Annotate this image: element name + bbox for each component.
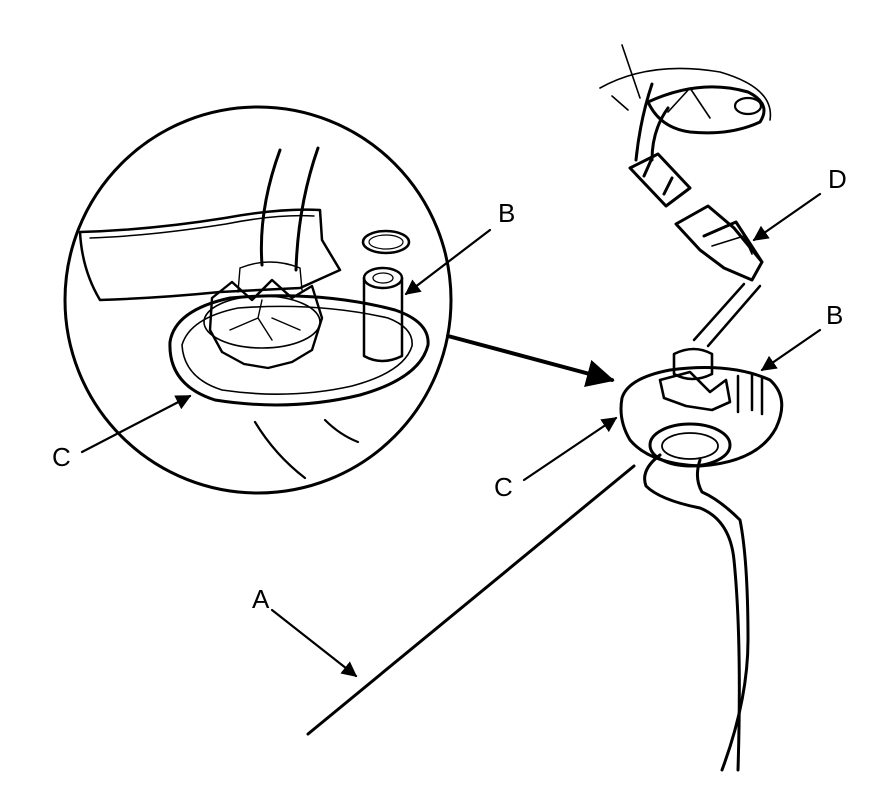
main-assembly — [599, 44, 784, 772]
leader-b-main — [760, 328, 822, 372]
label-c-detail: C — [52, 442, 71, 472]
leader-d — [752, 192, 822, 242]
main-hose-a — [643, 453, 741, 772]
main-connector-d — [674, 204, 764, 282]
detail-view — [63, 105, 453, 495]
callout-labels: A B C C B D — [52, 164, 847, 614]
label-b-detail: B — [498, 198, 515, 228]
leader-b-detail — [404, 228, 492, 296]
main-wire — [692, 282, 762, 348]
detail-connector — [208, 278, 324, 370]
detail-circle — [63, 105, 453, 495]
leader-c-main — [522, 416, 618, 482]
hose-a-line — [306, 464, 636, 736]
main-grommet — [648, 422, 732, 468]
main-seal — [619, 366, 784, 468]
detail-opening — [361, 229, 411, 255]
detail-post — [362, 276, 404, 363]
detail-hose — [259, 146, 320, 272]
label-a: A — [252, 584, 270, 614]
detail-plate — [78, 208, 342, 302]
label-b-main: B — [826, 300, 843, 330]
detail-to-main-arrow — [446, 334, 615, 387]
main-small-connector — [628, 152, 692, 208]
main-top-plate — [599, 44, 772, 121]
label-c-main: C — [494, 472, 513, 502]
leader-c-detail — [80, 394, 192, 454]
label-d: D — [828, 164, 847, 194]
leader-a — [270, 608, 358, 678]
detail-seal — [168, 294, 430, 407]
main-post-b — [736, 372, 764, 416]
leader-lines — [80, 192, 822, 736]
